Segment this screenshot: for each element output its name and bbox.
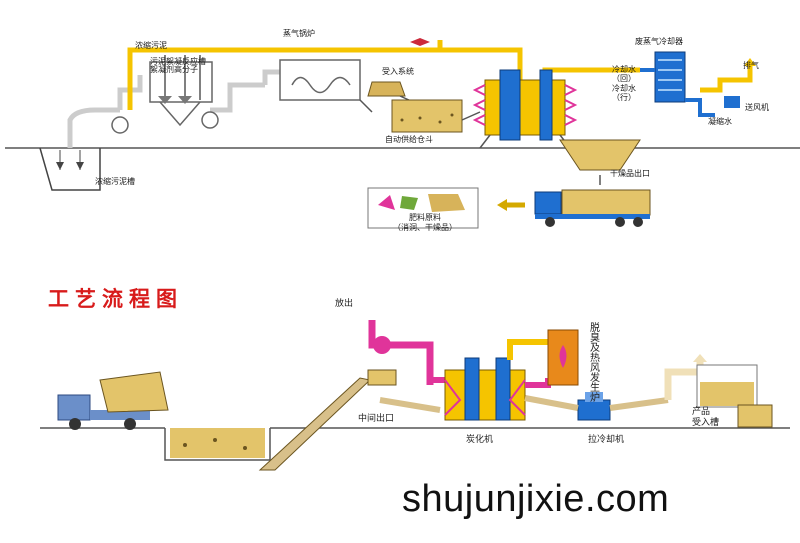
label-condensate: 凝缩水 <box>708 117 732 126</box>
label-discharge: 放出 <box>335 299 354 309</box>
page-title: 工艺流程图 <box>48 286 183 311</box>
cooler <box>577 399 611 421</box>
label-cooling-water-1: 冷却水 <box>612 65 636 74</box>
receiving-pit <box>164 428 271 461</box>
carbonizer <box>444 369 526 421</box>
label-receiving-bin: 受入系统 <box>382 67 414 76</box>
dryer <box>484 79 566 136</box>
label-fertilizer-1: 肥料原料 <box>409 213 441 222</box>
receiving-hopper <box>367 81 406 97</box>
dewatering-machine <box>279 59 361 101</box>
label-steam-boiler: 蒸气锅炉 <box>283 29 315 38</box>
label-thickening-tank: 浓缩污泥槽 <box>95 177 135 186</box>
label-exhaust: 排气 <box>743 61 759 70</box>
steam-pipe <box>127 47 523 110</box>
label-cooling-water-supply: （行） <box>612 93 636 102</box>
label-concentrated-sludge: 浓缩污泥 <box>135 41 167 50</box>
label-fertilizer-2: （消洞、干燥品） <box>393 223 457 232</box>
label-gas-stove: 脱臭及热风发生炉 <box>587 322 599 402</box>
label-condenser: 废蒸气冷却器 <box>635 37 683 46</box>
auto-feed-bin <box>391 99 463 133</box>
dry-product-hopper <box>559 139 641 171</box>
exhaust-duct <box>368 320 434 385</box>
label-flocculation-1: 污泥絮凝反应槽 <box>150 57 206 66</box>
flocculation-tank <box>149 61 213 103</box>
pump-icon <box>201 111 219 129</box>
truck-load <box>561 189 651 216</box>
label-cooling-water-return: （回） <box>612 74 636 83</box>
label-flocculation-2: 絮凝剂高分子 <box>150 65 198 74</box>
label-product-1: 产品 <box>692 407 711 417</box>
middle-outlet-bin <box>367 369 397 386</box>
sludge-in-pit <box>170 428 265 458</box>
incline-conveyor <box>258 377 372 471</box>
watermark: shujunjixie.com <box>402 478 670 520</box>
label-blower: 送风机 <box>745 103 769 112</box>
label-cooling-water-2: 冷却水 <box>612 84 636 93</box>
thickening-tank <box>39 147 101 191</box>
label-auto-feed: 自动供给仓斗 <box>385 135 433 144</box>
label-cooler: 拉冷却机 <box>588 435 625 445</box>
label-product-2: 受入槽 <box>692 418 720 428</box>
pump-icon <box>111 116 129 134</box>
label-carbonizer: 炭化机 <box>466 435 494 445</box>
blower-icon <box>724 96 740 108</box>
label-fertilizer: 肥料原料 （消洞、干燥品） <box>375 213 475 233</box>
label-middle-outlet: 中间出口 <box>358 414 395 424</box>
dump-truck <box>57 394 91 421</box>
label-dry-outlet: 干燥品出口 <box>610 169 650 178</box>
